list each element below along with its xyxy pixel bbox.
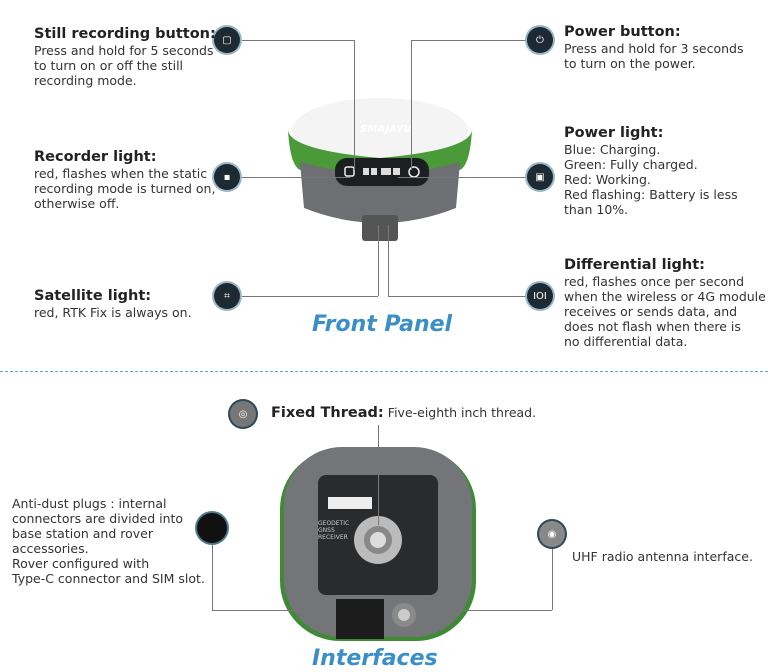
callout-line: than 10%. (564, 202, 629, 217)
callout-line: receives or sends data, and (564, 304, 738, 319)
callout-line: Red flashing: Battery is less (564, 187, 738, 202)
satellite-icon: ⌗ (214, 283, 240, 309)
brand-logo: SMAJAYU (360, 124, 412, 135)
callout-recorder-light: Recorder light: red, flashes when the st… (34, 149, 224, 211)
thread-icon: ◎ (230, 401, 256, 427)
callout-line: Red: Working. (564, 172, 651, 187)
callout-line: red, flashes once per second (564, 274, 745, 289)
callout-line: otherwise off. (34, 196, 120, 211)
recorder-icon: ▪ (214, 164, 240, 190)
battery-icon: ▣ (527, 164, 553, 190)
callout-power-light: Power light: Blue: Charging. Green: Full… (564, 125, 764, 217)
callout-still-recording-button: Still recording button: Press and hold f… (34, 26, 219, 88)
section-title-interfaces: Interfaces (312, 646, 438, 671)
callout-line: Type-C connector and SIM slot. (12, 571, 205, 586)
callout-line: recording mode is turned on, (34, 181, 216, 196)
differential-icon: IOI (527, 283, 553, 309)
callout-line: base station and rover (12, 526, 153, 541)
callout-line: red, flashes when the static (34, 166, 208, 181)
callout-line: Press and hold for 5 seconds (34, 43, 214, 58)
callout-title: Still recording button: (34, 26, 216, 42)
section-title-front-panel: Front Panel (312, 312, 453, 337)
callout-line: Blue: Charging. (564, 142, 661, 157)
callout-line: when the wireless or 4G module (564, 289, 766, 304)
uhf-callout: UHF radio antenna interface. (572, 549, 753, 564)
callout-line: to turn on the power. (564, 56, 696, 71)
callout-text: Five-eighth inch thread. (387, 405, 537, 420)
callout-title: Satellite light: (34, 288, 152, 304)
callout-differential-light: Differential light: red, flashes once pe… (564, 257, 768, 349)
callout-title: Power button: (564, 24, 681, 40)
callout-line: does not flash when there is (564, 319, 741, 334)
section-divider (0, 371, 768, 372)
square-icon: ▢ (214, 27, 240, 53)
dust-plug-icon (197, 513, 227, 543)
callout-line: red, RTK Fix is always on. (34, 305, 192, 320)
callout-line: to turn on or off the still (34, 58, 184, 73)
callout-line: no differential data. (564, 334, 688, 349)
callout-satellite-light: Satellite light: red, RTK Fix is always … (34, 288, 219, 320)
anti-dust-callout: Anti-dust plugs : internal connectors ar… (12, 496, 212, 586)
callout-power-button: Power button: Press and hold for 3 secon… (564, 24, 764, 71)
antenna-connector-icon: ◉ (539, 521, 565, 547)
receiver-front-image (288, 98, 472, 241)
callout-line: Press and hold for 3 seconds (564, 41, 744, 56)
callout-line: recording mode. (34, 73, 137, 88)
callout-line: Rover configured with (12, 556, 150, 571)
callout-title: Differential light: (564, 257, 705, 273)
receiver-bottom-image (280, 447, 476, 641)
callout-line: Anti-dust plugs : internal (12, 496, 167, 511)
power-icon: ⏻ (527, 27, 553, 53)
callout-title: Fixed Thread: (271, 405, 384, 421)
device-label: GEODETIC GNSS RECEIVER (318, 520, 350, 541)
fixed-thread-callout: Fixed Thread: Five-eighth inch thread. (271, 405, 536, 422)
callout-title: Recorder light: (34, 149, 157, 165)
callout-line: accessories. (12, 541, 89, 556)
callout-title: Power light: (564, 125, 664, 141)
callout-line: connectors are divided into (12, 511, 184, 526)
callout-line: Green: Fully charged. (564, 157, 698, 172)
